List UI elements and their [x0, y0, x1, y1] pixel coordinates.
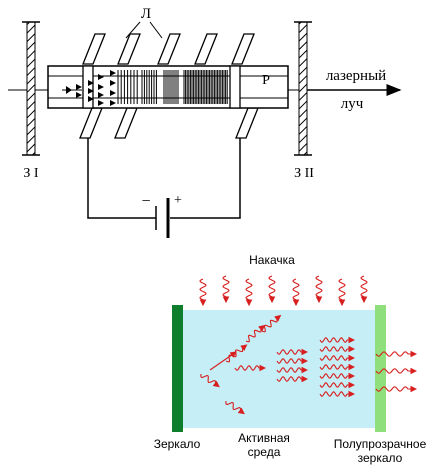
- pump-photon-arrow: [360, 275, 368, 304]
- full-mirror: [172, 305, 183, 432]
- medium-label-line2: среда: [248, 445, 281, 459]
- medium-photon: [234, 364, 267, 372]
- battery-minus: −: [141, 193, 150, 210]
- pump-photon-arrow: [222, 275, 230, 304]
- pump-photon-arrow: [199, 278, 207, 307]
- flash-lamp: [79, 33, 259, 150]
- pump-photon-arrow: [338, 278, 346, 307]
- pump-label: Накачка: [249, 253, 295, 267]
- mirror-left: [22, 21, 40, 156]
- medium-photon: [200, 373, 220, 388]
- beam-label-line2: луч: [341, 96, 364, 112]
- medium-photon: [261, 314, 282, 333]
- photon-arrows: [62, 70, 116, 106]
- ruby-laser-scheme: Л Р лазерный луч З I З II − +: [8, 6, 402, 238]
- medium-photon: [319, 372, 356, 380]
- pump-photon-arrow: [292, 278, 300, 307]
- medium-photon: [276, 348, 309, 356]
- battery-plus: +: [174, 193, 182, 208]
- lamp-label: Л: [141, 6, 151, 22]
- stimulated-emission-lines: [117, 70, 228, 104]
- laser-principle-scheme: Накачка Зеркало Активная среда Полупрозр…: [154, 253, 427, 465]
- lamp-pointer-right: [149, 21, 163, 39]
- medium-photon: [319, 381, 356, 389]
- semi-mirror-label-line1: Полупрозрачное: [334, 437, 427, 451]
- medium-photon: [319, 390, 356, 398]
- mirror-right: [294, 21, 312, 156]
- semi-mirror-label-line2: зеркало: [358, 451, 403, 465]
- pump-photon-arrow: [315, 275, 323, 304]
- pump-photon-arrow: [245, 278, 253, 307]
- medium-photon: [319, 354, 356, 362]
- stimulated-photons: [200, 314, 356, 415]
- pump-photons: [199, 275, 368, 307]
- mirror-label: Зеркало: [154, 437, 201, 451]
- medium-photon: [276, 357, 309, 365]
- beam-label-line1: лазерный: [326, 68, 386, 84]
- power-circuit: [87, 150, 241, 238]
- medium-photon: [319, 336, 356, 344]
- medium-photon: [245, 324, 266, 343]
- medium-label-line1: Активная: [238, 431, 290, 445]
- semi-transparent-mirror: [375, 305, 386, 432]
- active-medium: [183, 310, 375, 428]
- rod-label: Р: [262, 73, 270, 88]
- output-photon-arrow: [375, 350, 418, 358]
- mirror-right-label: З II: [294, 166, 314, 181]
- medium-photon: [276, 366, 309, 374]
- medium-photon: [276, 375, 309, 383]
- mirror-left-label: З I: [23, 166, 39, 181]
- medium-photon: [319, 345, 356, 353]
- output-photons: [375, 350, 418, 393]
- medium-photon-direction: [209, 351, 237, 371]
- pump-photon-arrow: [268, 275, 276, 304]
- output-photon-arrow: [375, 385, 418, 393]
- lamp-pointer-left: [125, 21, 141, 39]
- medium-photon: [225, 400, 245, 415]
- output-photon-arrow: [375, 367, 418, 375]
- medium-photon: [319, 363, 356, 371]
